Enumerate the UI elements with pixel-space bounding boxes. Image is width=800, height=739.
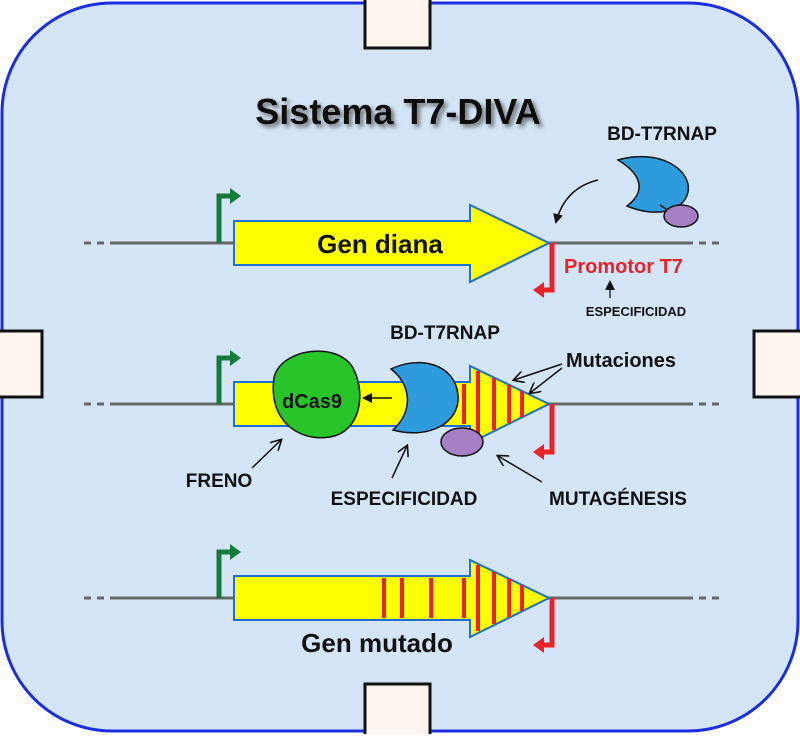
mutations-label: Mutaciones [566, 350, 676, 372]
row-mutagenesis: dCas9 BD-T7RNAP Mutaciones FRENO ESPECIF… [84, 323, 720, 510]
promoter-green-arrowhead [230, 350, 241, 366]
mutator-domain-icon [663, 204, 699, 228]
diagram-title: Sistema T7-DIVA [255, 91, 540, 132]
mutations-pointer-1 [514, 363, 563, 380]
mutagenesis-label: MUTAGÉNESIS [549, 488, 687, 510]
brake-label: FRENO [186, 471, 253, 492]
specificity-label: ESPECIFICIDAD [331, 489, 478, 510]
mutagenesis-pointer [498, 456, 543, 483]
dcas9-label: dCas9 [282, 391, 342, 413]
gene-label: Gen diana [317, 229, 443, 259]
port-left [0, 329, 44, 399]
promoter-green-arrowhead [230, 188, 241, 204]
specificity-pointer [391, 446, 407, 479]
promoter-t7-arrowhead [533, 282, 544, 298]
promoter-green-icon [216, 549, 232, 598]
rnap-curve-arrow [553, 179, 599, 224]
port-bottom [363, 682, 432, 739]
port-top [363, 0, 432, 50]
promoter-t7-icon [542, 404, 555, 455]
promoter-t7-arrowhead [533, 637, 544, 653]
promoter-t7-arrowhead [533, 444, 544, 460]
specificity-label: ESPECIFICIDAD [586, 304, 686, 319]
promoter-t7-icon [542, 598, 555, 648]
gene-arrow [233, 203, 552, 284]
promoter-green-icon [216, 193, 232, 243]
mutation-marks [382, 565, 524, 631]
port-right [752, 329, 800, 399]
dcas9-protein-icon [272, 350, 361, 439]
promoter-green-icon [216, 355, 232, 404]
row-mutated-gene: Gen mutado [84, 544, 720, 658]
mutations-pointer-2 [530, 367, 563, 393]
promoter-t7-icon [542, 243, 555, 293]
brake-pointer [251, 440, 281, 469]
mutator-domain-icon [440, 427, 484, 457]
promoter-t7-label: Promotor T7 [564, 256, 683, 278]
mutation-marks [462, 371, 524, 437]
mutated-gene-label: Gen mutado [301, 628, 453, 658]
gene-arrow [233, 558, 552, 639]
promoter-green-arrowhead [230, 544, 241, 560]
rnap-protein-icon [389, 361, 459, 434]
rnap-label: BD-T7RNAP [390, 323, 500, 344]
row-target-gene: Gen diana Promotor T7 ESPECIFICIDAD BD-T… [84, 124, 720, 319]
rnap-label: BD-T7RNAP [607, 124, 717, 145]
